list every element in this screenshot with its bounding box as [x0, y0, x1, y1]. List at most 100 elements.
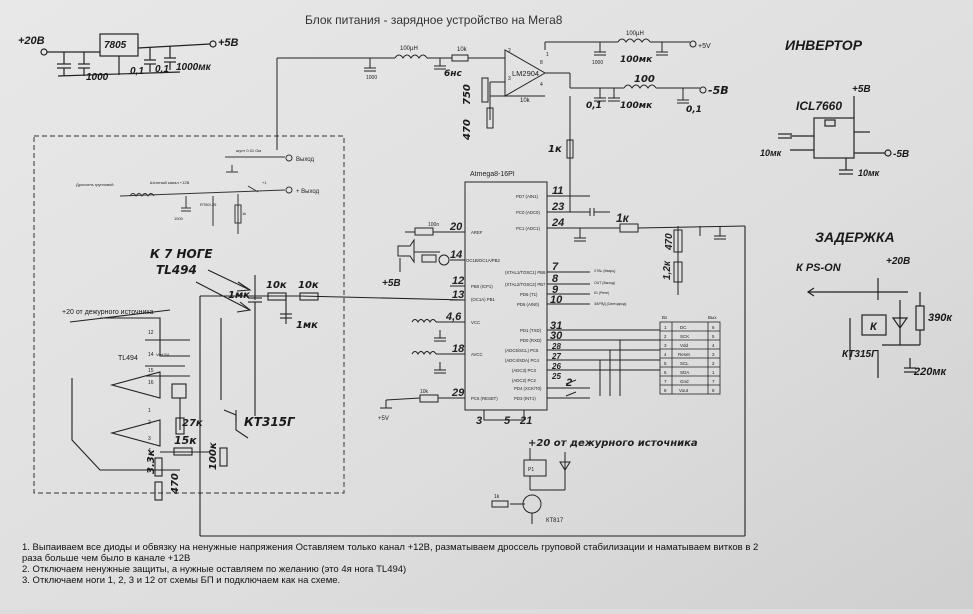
pin-pc4-name: (ADC4/SDA) PC4 — [505, 358, 540, 363]
connector-n-2: 2 — [664, 334, 667, 339]
gnd-pin-21: 21 — [519, 415, 532, 427]
res-33k-label: 3.3к — [146, 449, 157, 474]
pin-13-num: 13 — [452, 289, 464, 301]
opamp-block — [276, 38, 707, 190]
opamp-pin1: 1 — [546, 52, 549, 58]
regulator-7805-label: 7805 — [104, 40, 127, 51]
pin-30-num: 30 — [550, 330, 563, 342]
xtal-label-1: XTAL (Кварц) — [594, 269, 615, 273]
regulator-labels: +20В +5В 7805 1000 0,1 0,1 1000мк — [18, 35, 239, 83]
pin-aref-name: AREF — [471, 230, 483, 235]
choke-100uh-label: 100µH — [400, 46, 418, 52]
connector-m-5: 2 — [712, 361, 715, 366]
cap-01b-label: 0,1 — [155, 64, 169, 75]
connector-m-8: 8 — [712, 388, 715, 393]
pin-26-num: 26 — [551, 362, 561, 371]
relay-p1-label: P1 — [528, 467, 534, 473]
res-10k-b-label: 10к — [298, 280, 319, 291]
connector-m-7: 7 — [712, 379, 715, 384]
pin-pb7-name: (XTAL2/TOSC2) PB7 — [505, 282, 546, 287]
psu-box — [33, 135, 345, 494]
delay-transistor-label: КТ315Г — [842, 349, 878, 360]
shunt-label: шунт 0.01 Ом — [236, 148, 261, 153]
pin-10-num: 10 — [550, 294, 563, 306]
pin-pc0-name: PC0 (ADC0) — [516, 210, 540, 215]
pin-46-num: 4,6 — [445, 311, 462, 323]
connector-m-4: 3 — [712, 352, 715, 357]
pin-pc5-name: (ADC5/SCL) PC5 — [505, 348, 539, 353]
connector-n-5: 5 — [664, 361, 667, 366]
res-10k-label: 10k — [457, 47, 468, 53]
connector-n-8: 8 — [664, 388, 667, 393]
cap-out2-label: 100мк — [620, 55, 653, 65]
arrow-label-tl494: TL494 — [156, 263, 197, 277]
cap-n3-label: 0,1 — [686, 105, 702, 115]
res-1k-mcu-label: 1к — [616, 211, 630, 225]
psu-box-labels: Выход + Выход шунт 0.01 Ом Дроссель груп… — [76, 148, 320, 221]
vout-5v-label: +5В — [218, 37, 239, 49]
regulator-7805-block — [40, 33, 217, 77]
lcd-connector-labels: Вх Вых 1 DC 6 2 SCK 5 3 Vdd 4 4 Reset 3 … — [662, 315, 717, 393]
pin-23-num: 23 — [551, 201, 564, 213]
connector-name-3: Vdd — [680, 343, 689, 348]
pin-pb6-name: (XTAL1/TOSC1) PB6 — [505, 270, 546, 275]
vcc-5v-mcu-label: +5V — [378, 416, 389, 422]
tl494-pin-3: 3 — [148, 436, 151, 442]
inverter-block — [778, 96, 892, 175]
tl494-pin-14: 14 — [148, 352, 154, 358]
cap-in-label: 1000 — [366, 75, 377, 81]
button-num-label: 2 — [565, 377, 572, 389]
connector-name-2: SCK — [680, 334, 689, 339]
cap-n1-label: 0,1 — [586, 101, 602, 111]
output-2-label: + Выход — [296, 189, 320, 195]
connector-name-6: SDA — [680, 370, 689, 375]
connector-m-6: 1 — [712, 370, 715, 375]
connector-n-6: 6 — [664, 370, 667, 375]
relay-driver-block — [491, 448, 571, 524]
pin-pd6-name: PD6 (AIN0) — [517, 302, 540, 307]
tl494-vref-label: Vref 5V — [156, 352, 170, 357]
delay-heading: ЗАДЕРЖКА — [815, 229, 895, 245]
lm2904-label: LM2904 — [512, 69, 539, 78]
tl494-pin-1: 1 — [148, 408, 151, 414]
opamp-pin4: 4 — [540, 82, 543, 88]
pin-24-num: 24 — [551, 217, 564, 229]
connector-name-8: Vout — [679, 388, 689, 393]
pin-pb2-name: OC1B/OC1A/PB2 — [466, 258, 501, 263]
connector-m-3: 4 — [712, 343, 715, 348]
pin-pd3-name: PD3 (INT1) — [514, 396, 536, 401]
connector-m-2: 5 — [712, 334, 715, 339]
cap-6nf-label: 6нс — [444, 69, 462, 79]
delay-c-label: 220мк — [913, 366, 947, 378]
connector-head-right: Вых — [708, 315, 717, 320]
pin-9-num: 9 — [552, 284, 559, 296]
connector-n-3: 3 — [664, 343, 667, 348]
vout-5v-opamp-label: +5V — [698, 43, 711, 50]
tl494-pin-15: 15 — [148, 368, 154, 374]
delay-relay-label: К — [870, 321, 878, 333]
cap-1mk-b-label: 1мк — [296, 320, 318, 331]
delay-block — [806, 278, 925, 378]
lcd-connector — [659, 321, 721, 395]
res-27k-label: 27к — [182, 418, 203, 429]
pin-18-num: 18 — [452, 343, 465, 355]
note-1: 1. Выпаиваем все диоды и обвязку на нену… — [22, 542, 759, 564]
speaker-5v-label: +5В — [382, 278, 401, 289]
pin-29-num: 29 — [451, 387, 465, 399]
res-100k-label: 100к — [208, 442, 219, 470]
vneg-5v-label: -5В — [708, 84, 729, 97]
pin-pb0-name: PB0 (ICP1) — [471, 284, 493, 289]
connector-name-1: DC — [680, 325, 687, 330]
pin-vcc-name: VCC — [471, 320, 480, 325]
res-10k-mcu-label: 10k — [420, 389, 429, 395]
tl494-labels: +20 от дежурного источника TL494 К 7 НОГ… — [62, 247, 319, 495]
res-10k-a-label: 10к — [266, 280, 287, 291]
atmega8-labels: Atmega8-16PI AREF OC1B/OC1A/PB2 PB0 (ICP… — [378, 171, 675, 427]
pin-31-num: 31 — [550, 320, 562, 332]
pin-25-num: 25 — [551, 372, 561, 381]
note-2: 2. Отключаем ненужные защиты, а нужные о… — [22, 564, 407, 575]
res-12k-mcu-label: 1,2к — [662, 260, 673, 280]
xtal-label-3: К1 (Реле) — [594, 291, 609, 295]
